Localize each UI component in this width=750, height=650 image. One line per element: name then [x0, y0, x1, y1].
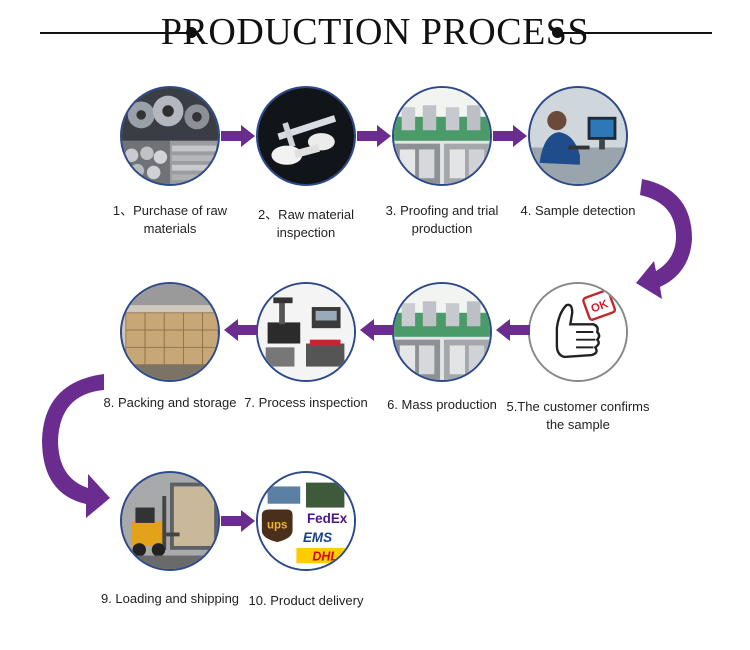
header: PRODUCTION PROCESS — [0, 0, 750, 70]
step-7-photo — [256, 282, 356, 382]
step-10-photo: ups FedEx EMS DHL — [256, 471, 356, 571]
title-dot-left — [186, 27, 197, 38]
measuring-machines-photo — [258, 284, 354, 380]
title-dot-right — [552, 27, 563, 38]
step-3-label: 3. Proofing and trial production — [385, 203, 499, 236]
arrow-left-7-8 — [224, 319, 258, 341]
title-rule-right — [562, 32, 712, 34]
step-9-label: 9. Loading and shipping — [100, 591, 240, 606]
step-6-label: 6. Mass production — [387, 397, 497, 412]
factory-floor-photo — [394, 88, 490, 184]
arrow-right-2-3 — [357, 125, 391, 147]
step-4-photo — [528, 86, 628, 186]
ups-logo: ups — [267, 520, 287, 532]
step-4-label: 4. Sample detection — [520, 203, 636, 218]
step-3-photo — [392, 86, 492, 186]
warehouse-boxes-photo — [122, 284, 218, 380]
step-5-label: 5.The customer confirms the sample — [506, 399, 650, 432]
curved-arrow-4-5 — [636, 179, 692, 299]
step-10-label: 10. Product delivery — [248, 593, 364, 608]
ems-logo: EMS — [303, 530, 332, 545]
step-9-photo — [120, 471, 220, 571]
arrow-left-5-6 — [496, 319, 530, 341]
step-2-label: 2、Raw material inspection — [257, 207, 355, 240]
page-title: PRODUCTION PROCESS — [160, 11, 590, 53]
arrow-right-1-2 — [221, 125, 255, 147]
factory-floor-photo — [394, 284, 490, 380]
step-8-photo — [120, 282, 220, 382]
fedex-logo: FedEx — [307, 511, 348, 526]
arrow-right-3-4 — [493, 125, 527, 147]
curved-arrow-8-9 — [42, 374, 110, 518]
dhl-logo: DHL — [312, 549, 338, 563]
step-1-label: 1、Purchase of raw materials — [112, 203, 228, 236]
step-8-label: 8. Packing and storage — [103, 395, 237, 410]
steel-bars-photo — [122, 88, 218, 184]
step-6-photo — [392, 282, 492, 382]
step-1-photo — [120, 86, 220, 186]
title-rule-left — [40, 32, 188, 34]
forklift-loading-photo — [122, 473, 218, 569]
lab-technician-photo — [530, 88, 626, 184]
step-5-photo: OK — [528, 282, 628, 382]
thumbs-up-ok-icon: OK — [530, 284, 626, 380]
ok-stamp-text: OK — [590, 298, 611, 315]
step-7-label: 7. Process inspection — [244, 395, 368, 410]
arrow-right-9-10 — [221, 510, 255, 532]
courier-logos-photo: ups FedEx EMS DHL — [258, 473, 354, 569]
step-2-photo — [256, 86, 356, 186]
caliper-inspection-photo — [258, 88, 354, 184]
arrow-left-6-7 — [360, 319, 394, 341]
